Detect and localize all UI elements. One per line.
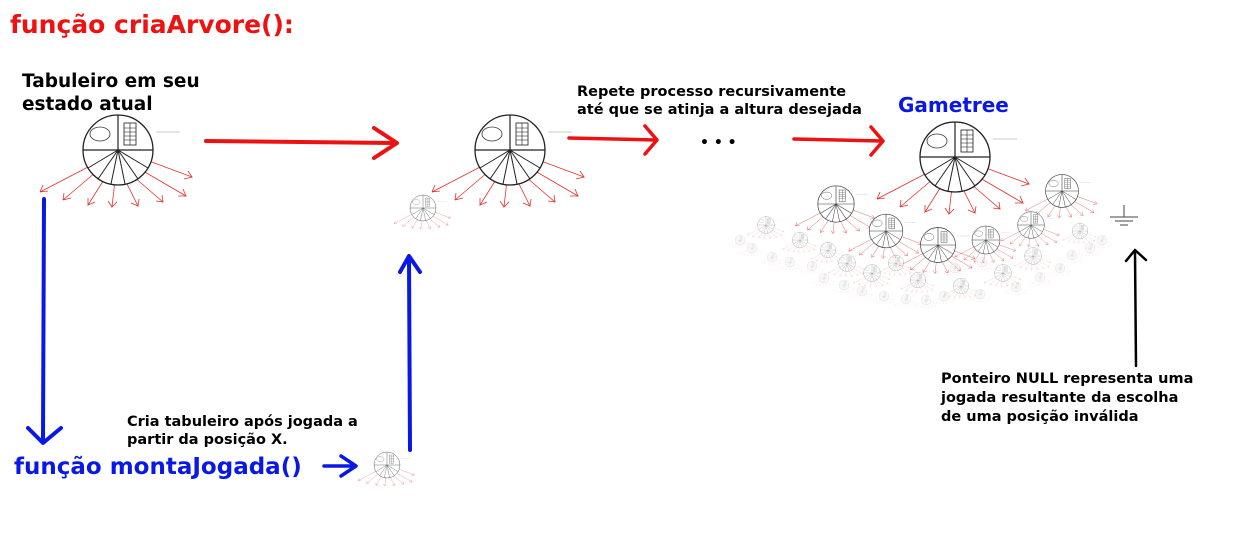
create-board-label-line: partir da posição X. bbox=[127, 432, 288, 448]
gametree-title: Gametree bbox=[898, 93, 1009, 117]
recursive-board-node bbox=[431, 114, 585, 208]
ellipsis-dots: • • • bbox=[700, 135, 737, 151]
null-pointer-label-line: de uma posição inválida bbox=[941, 409, 1139, 425]
null-pointer-label-line: Ponteiro NULL representa uma bbox=[941, 371, 1194, 387]
create-board-label-line: Cria tabuleiro após jogada a bbox=[127, 414, 358, 430]
montaJogada-title: função montaJogada() bbox=[14, 454, 302, 480]
null-ground-icon bbox=[1110, 205, 1138, 226]
small-board-node bbox=[393, 194, 451, 230]
red-arrow-recursive-to-ellipsis bbox=[567, 124, 659, 156]
current-board-node bbox=[39, 114, 193, 208]
criaArvore-title: função criaArvore(): bbox=[10, 10, 294, 39]
repeat-process-label: Repete processo recursivamente até que s… bbox=[577, 83, 862, 119]
board-state-label-line: Tabuleiro em seu bbox=[22, 71, 200, 92]
blue-arrow-down bbox=[26, 197, 63, 445]
blue-arrow-up bbox=[398, 254, 422, 452]
null-pointer-label: Ponteiro NULL representa uma jogada resu… bbox=[941, 370, 1193, 427]
board-state-label-line: estado atual bbox=[22, 94, 153, 115]
board-state-label: Tabuleiro em seu estado atual bbox=[22, 70, 200, 116]
repeat-process-label-line: Repete processo recursivamente bbox=[577, 84, 847, 100]
black-arrow-up bbox=[1124, 248, 1148, 368]
blue-arrow-right bbox=[322, 454, 358, 478]
monta-jogada-board-node bbox=[357, 451, 415, 487]
gametree-root-node bbox=[876, 121, 1030, 215]
red-arrow-current-to-recursive bbox=[204, 126, 399, 160]
red-arrow-ellipsis-to-gametree bbox=[792, 125, 885, 157]
null-pointer-label-line: jogada resultante da escolha bbox=[941, 390, 1179, 406]
create-board-label: Cria tabuleiro após jogada a partir da p… bbox=[127, 413, 358, 449]
gametree-cluster bbox=[728, 174, 1138, 309]
repeat-process-label-line: até que se atinja a altura desejada bbox=[577, 102, 862, 118]
